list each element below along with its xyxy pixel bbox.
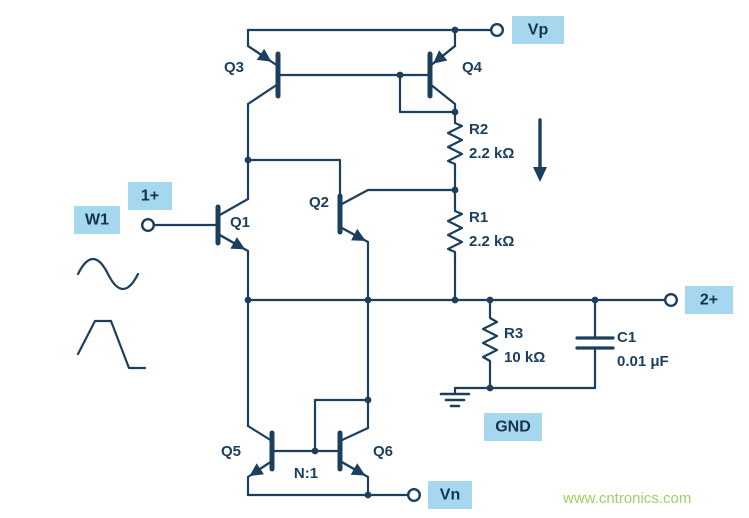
resistor-r1 <box>446 206 464 258</box>
q4-collector <box>428 82 457 122</box>
r2-value-label: 2.2 kΩ <box>469 145 514 162</box>
junction-dot <box>364 296 372 304</box>
wire-q1-collector-to-q2-base <box>246 158 342 198</box>
terminal-vp-circle <box>490 23 505 38</box>
q6-diode-connection <box>313 398 370 453</box>
q1-npn-arrow-icon <box>216 232 246 250</box>
q3-collector <box>246 82 280 106</box>
resistor-r3 <box>481 298 499 390</box>
junction-dot <box>244 156 252 164</box>
terminal-circles <box>140 23 679 503</box>
r3-zigzag-icon <box>481 298 499 390</box>
r2-ref-label: R2 <box>469 121 488 138</box>
r1-zigzag-icon <box>446 206 464 258</box>
q5-label: Q5 <box>221 443 241 460</box>
junction-dot <box>451 186 459 194</box>
q4-label: Q4 <box>462 59 483 76</box>
clipped-wave-icon <box>76 319 147 370</box>
q2-collector <box>338 188 457 207</box>
q5-emitter <box>246 459 274 497</box>
q2-label: Q2 <box>309 194 329 211</box>
label-vp: Vp <box>528 22 549 39</box>
q1-label: Q1 <box>230 214 250 231</box>
r3-ref-label: R3 <box>504 325 523 342</box>
q3-label: Q3 <box>224 59 244 76</box>
junction-dot <box>311 447 319 455</box>
mirror-ratio-label: N:1 <box>294 465 318 482</box>
terminal-2plus-circle <box>664 293 679 308</box>
label-box-1plus <box>128 182 172 210</box>
ground-symbol-icon <box>439 386 471 408</box>
current-arrow-head <box>533 167 547 182</box>
capacitor-c1 <box>575 298 615 390</box>
label-gnd: GND <box>495 419 531 436</box>
q5-collector <box>246 424 274 443</box>
label-box-vp <box>512 16 564 44</box>
label-box-gnd <box>484 413 542 441</box>
terminal-w1-circle <box>140 217 155 232</box>
sine-wave-icon <box>76 257 140 291</box>
q1-collector <box>216 197 250 218</box>
transistor-q6 <box>313 398 370 497</box>
label-vn: Vn <box>440 487 460 504</box>
transistor-q5 <box>246 424 275 497</box>
q4-pnp-arrow-icon <box>432 44 457 64</box>
q4-diode-connection <box>398 73 457 114</box>
label-box-2plus <box>685 286 733 314</box>
q6-collector <box>338 426 370 443</box>
r1-ref-label: R1 <box>469 209 488 226</box>
junction-dot <box>591 296 599 304</box>
c1-ref-label: C1 <box>617 329 636 346</box>
q5-npn-arrow-icon <box>249 459 274 477</box>
q6-emitter <box>338 459 370 497</box>
q6-npn-arrow-icon <box>338 459 366 476</box>
transistor-q4 <box>398 28 457 122</box>
junction-dot <box>364 491 372 499</box>
label-box-w1 <box>74 206 120 234</box>
q6-label: Q6 <box>373 443 393 460</box>
label-2plus: 2+ <box>700 292 718 309</box>
junction-dot <box>486 384 494 392</box>
r1-value-label: 2.2 kΩ <box>469 233 514 250</box>
junction-dot <box>364 396 372 404</box>
junction-dot <box>451 296 459 304</box>
terminal-vn-circle <box>407 488 422 503</box>
q2-npn-arrow-icon <box>338 225 366 241</box>
c1-value-label: 0.01 μF <box>617 353 669 370</box>
input-waveforms <box>76 257 147 370</box>
wires <box>152 28 667 497</box>
label-box-vn <box>428 481 472 509</box>
terminal-labels: Vp 1+ W1 2+ GND Vn <box>74 16 733 509</box>
q3-pnp-arrow-icon <box>246 44 272 62</box>
r2-zigzag-icon <box>446 118 464 170</box>
junction-dot <box>396 71 404 79</box>
transistor-q2 <box>337 188 457 244</box>
junction-dot <box>451 26 459 34</box>
label-w1: W1 <box>85 212 109 229</box>
label-1plus: 1+ <box>141 188 159 205</box>
component-labels: Q3 Q4 Q1 Q2 Q5 Q6 N:1 R2 2.2 kΩ R1 2.2 k… <box>221 59 669 482</box>
junction-dot <box>451 108 459 116</box>
junction-dots <box>244 26 599 499</box>
transistor-q1 <box>215 197 250 253</box>
watermark: www.cntronics.com <box>562 490 691 507</box>
resistor-r2 <box>446 118 464 170</box>
current-direction-arrow-icon <box>533 118 547 182</box>
junction-dot <box>244 296 252 304</box>
transistor-q3 <box>246 28 281 106</box>
r3-value-label: 10 kΩ <box>504 349 545 366</box>
junction-dot <box>486 296 494 304</box>
